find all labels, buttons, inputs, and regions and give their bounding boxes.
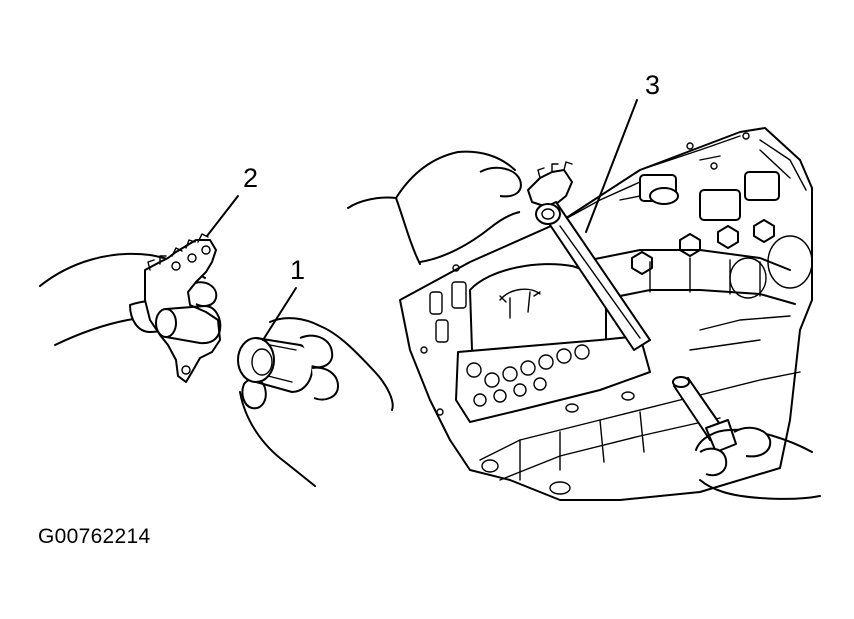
callout-1-leader [262, 287, 297, 341]
bolt-heads [631, 219, 775, 275]
bottom-hand-with-pin [672, 376, 821, 500]
callout-3-leader [585, 99, 638, 233]
left-hand-with-bracket [39, 233, 222, 383]
gasket-holes [466, 344, 590, 407]
top-hand-with-rod [347, 150, 651, 351]
figure-id: G00762214 [38, 525, 151, 548]
middle-hand-with-sleeve [237, 317, 394, 487]
transmission-assembly [399, 127, 813, 501]
callout-2-leader [206, 195, 239, 237]
callout-label-2: 2 [243, 163, 259, 193]
callout-label-1: 1 [290, 255, 306, 285]
callout-label-3: 3 [645, 70, 661, 100]
